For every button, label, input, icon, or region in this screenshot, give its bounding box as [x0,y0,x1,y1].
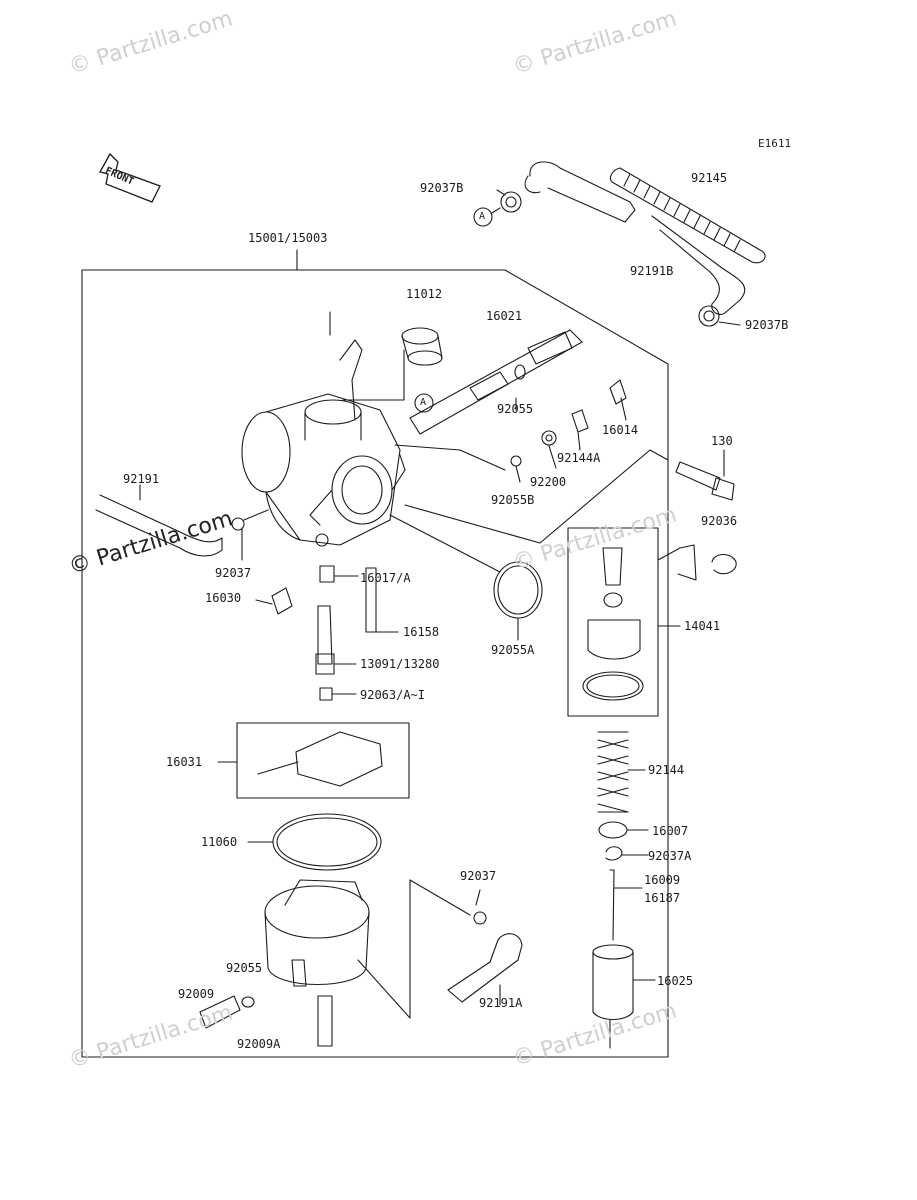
part-label: 92037B [420,181,464,195]
front-arrow-icon [99,152,161,203]
part-label: 92055 [497,402,534,416]
slide-spring-92144 [597,731,646,813]
part-label: 16014 [602,423,639,437]
hose-92191 [95,494,223,557]
part-label: 16031 [166,755,203,769]
part-label: 92144A [557,451,601,465]
part-label: 92144 [648,763,685,777]
part-label: 16158 [403,625,440,639]
part-label: 16017/A [360,571,411,585]
part-label: 16030 [205,591,242,605]
part-label: 92037 [215,566,252,580]
callout-a-2: A [420,397,427,408]
part-label: 11060 [201,835,238,849]
throttle-stop-16021 [409,329,583,435]
spring-92145 [609,167,766,264]
part-label: 16007 [652,824,689,838]
assembly-boundary [81,269,669,1058]
box-16031 [236,722,410,799]
part-label: 92191B [630,264,674,278]
part-label: 92191A [479,996,523,1010]
carburetor-body [241,339,406,547]
part-label: 92055 [226,961,263,975]
box-14041 [567,527,659,717]
part-label: 16025 [657,974,694,988]
part-label: 92191 [123,472,160,486]
float-bowl [264,879,411,1019]
part-label: 16187 [644,891,681,905]
diagram-code: E1611 [758,137,792,150]
part-label: 16021 [486,309,523,323]
part-label: 92037 [460,869,497,883]
part-label: 92036 [701,514,738,528]
part-label: 92009A [237,1037,281,1051]
part-label: 92145 [691,171,728,185]
part-label: 11012 [406,287,443,301]
part-label: 92037A [648,849,692,863]
part-label: 92200 [530,475,567,489]
part-label: 92055A [491,643,535,657]
callout-a-1: A [479,211,486,222]
part-label: 92037B [745,318,789,332]
assembly-label: 15001/15003 [248,231,328,245]
part-label: 13091/13280 [360,657,440,671]
part-label: 92009 [178,987,215,1001]
part-label: 92063/A~I [360,688,426,702]
part-label: 14041 [684,619,721,633]
part-label: 16009 [644,873,681,887]
hose-92191A [447,933,523,1003]
part-label: 92055B [491,493,535,507]
part-label: 130 [711,434,733,448]
